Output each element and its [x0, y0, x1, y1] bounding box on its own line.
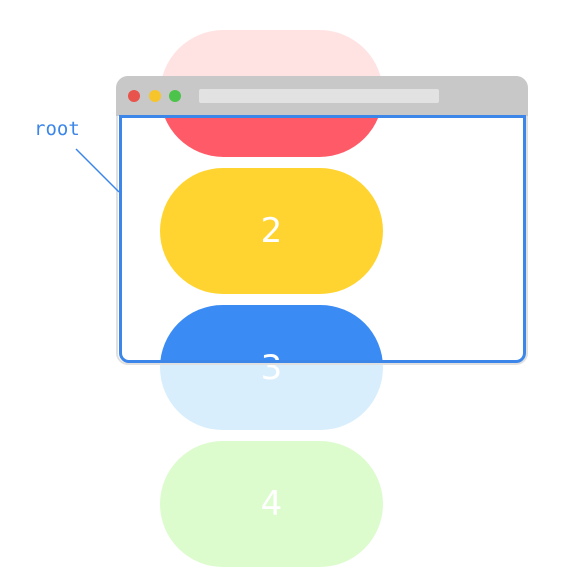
- item-4: 4: [160, 441, 383, 567]
- close-dot-icon[interactable]: [128, 90, 140, 102]
- maximize-dot-icon[interactable]: [169, 90, 181, 102]
- root-label: root: [34, 118, 80, 140]
- item-4-label: 4: [260, 484, 283, 524]
- minimize-dot-icon[interactable]: [149, 90, 161, 102]
- item-2: 2: [160, 168, 383, 294]
- item-3-label: 3: [260, 347, 283, 388]
- address-bar[interactable]: [199, 89, 439, 103]
- item-2-label: 2: [260, 211, 283, 251]
- item-3: 3: [160, 305, 383, 430]
